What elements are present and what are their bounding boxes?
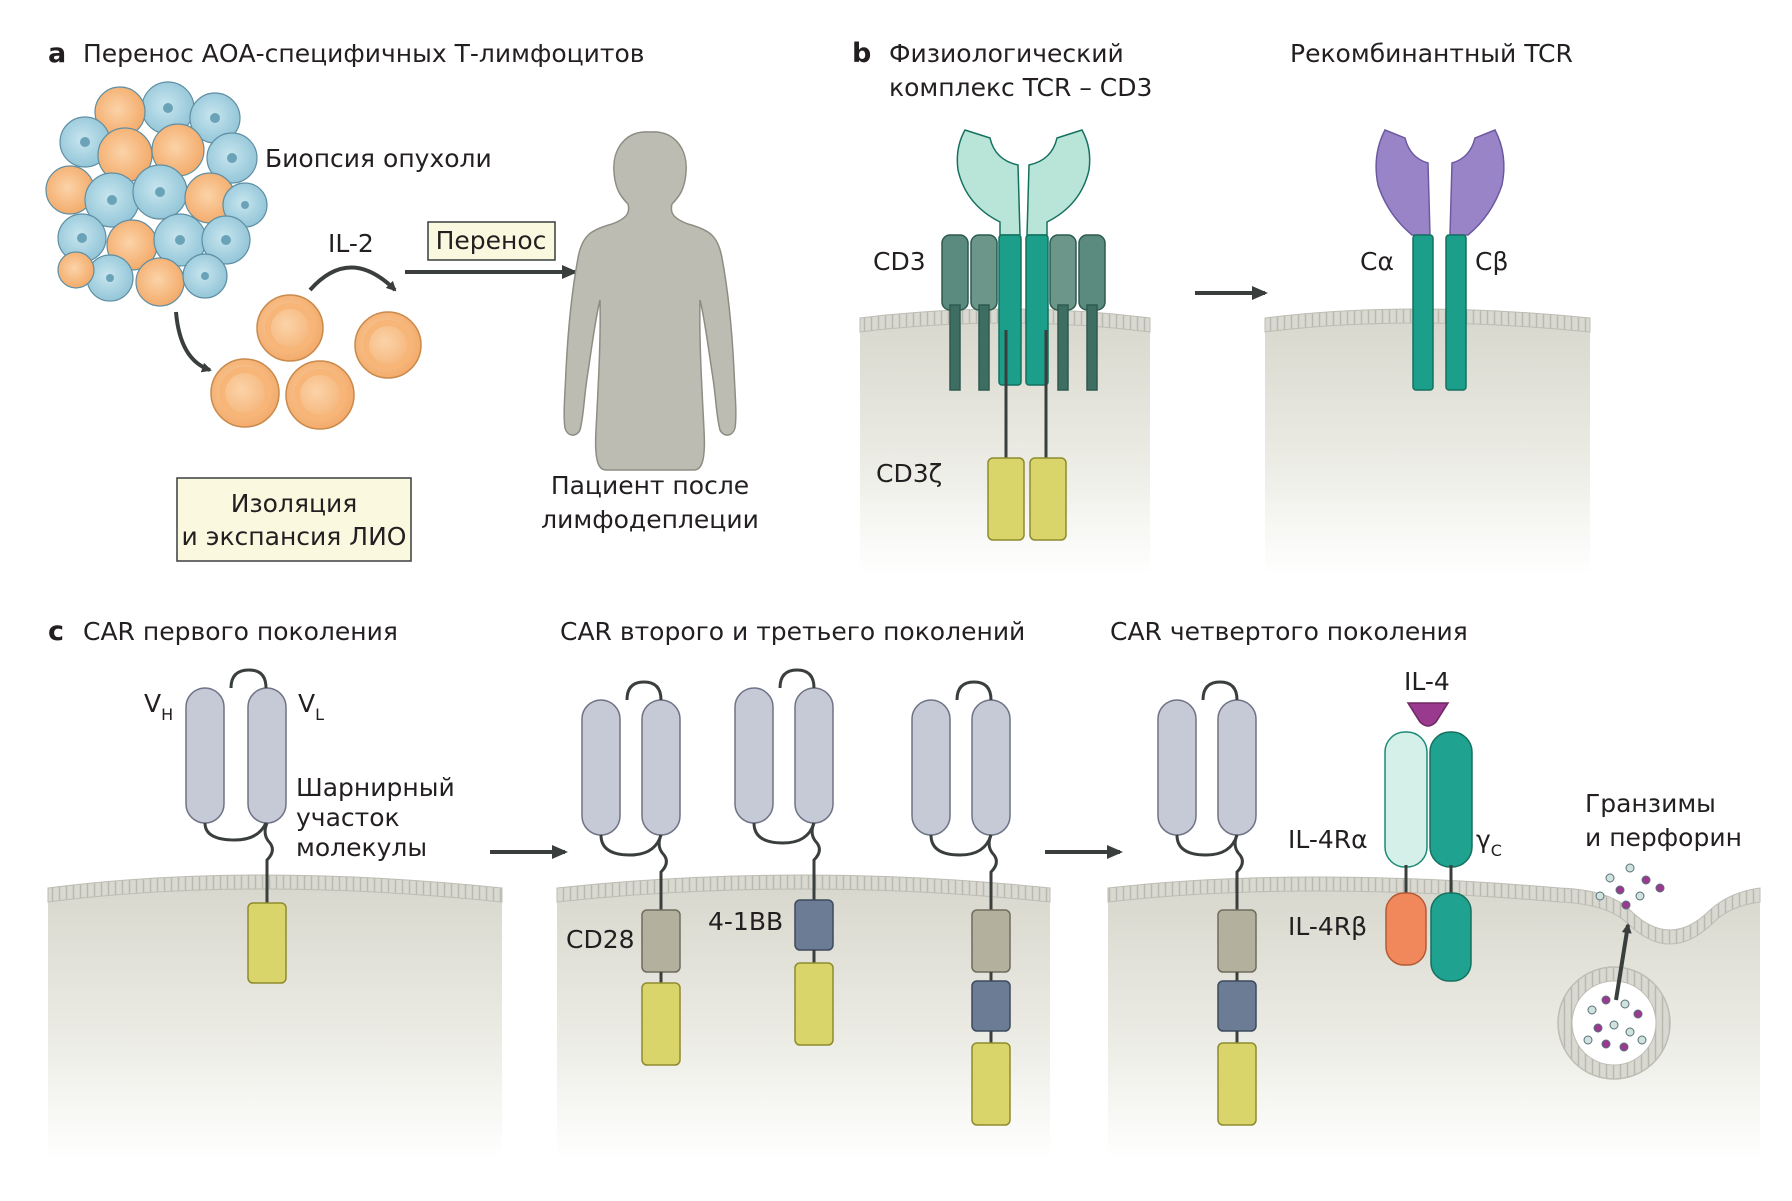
second-gen-car-cd28 [581, 680, 681, 1066]
recomb-title: Рекомбинантный TCR [1290, 39, 1573, 68]
biopsy-label: Биопсия опухоли [265, 144, 492, 173]
cd3-zeta [987, 330, 1067, 541]
il2-expansion-arrow [308, 265, 397, 292]
transfer-box [427, 221, 556, 261]
recombinant-tcr [1375, 129, 1505, 391]
physio-title-line1: Физиологический [889, 39, 1124, 68]
patient-line1: Пациент после [551, 471, 749, 500]
second-third-title: CAR второго и третьего поколений [560, 617, 1025, 646]
panel-c: c CAR первого поколения CAR второго и тр… [47, 616, 1761, 1160]
cbeta-label: Cβ [1475, 247, 1508, 276]
isolation-arrow [174, 311, 212, 373]
released-granules [1595, 863, 1665, 910]
il4-ligand [1406, 702, 1450, 727]
tumor-biopsy-cluster [45, 81, 268, 307]
il2-label: IL-2 [328, 229, 374, 258]
panel-a-title: Перенос АОА-специфичных Т-лимфоцитов [83, 39, 645, 68]
physio-title-line2: комплекс TCR – CD3 [889, 73, 1152, 102]
isolation-line2: и экспансия ЛИО [182, 522, 407, 551]
vh-label: VH [144, 689, 173, 724]
hinge-line1: Шарнирный [296, 773, 455, 802]
first-gen-title: CAR первого поколения [83, 617, 398, 646]
cd3-label: CD3 [873, 247, 926, 276]
il4ra-label: IL-4Rα [1288, 825, 1368, 854]
isolation-line1: Изоляция [231, 489, 358, 518]
fourth-gen-car [1157, 680, 1257, 1126]
granzyme-line1: Гранзимы [1585, 789, 1716, 818]
panel-a-letter: a [48, 38, 66, 69]
panel-b: b Физиологический комплекс TCR – CD3 Рек… [852, 38, 1591, 575]
il4rb-label: IL-4Rβ [1288, 912, 1367, 941]
il4-label: IL-4 [1404, 667, 1450, 696]
second-gen-car-41bb [734, 668, 834, 1046]
patient-line2: лимфодеплеции [541, 505, 759, 534]
vl-label: VL [298, 689, 324, 724]
first-gen-car [185, 668, 287, 984]
panel-b-letter: b [852, 38, 871, 69]
hinge-line3: молекулы [296, 833, 427, 862]
til-cells [210, 294, 422, 430]
patient-silhouette [563, 131, 737, 471]
fourth-title: CAR четвертого поколения [1110, 617, 1468, 646]
cd3-subunits [941, 234, 1106, 391]
secretion-arrow [1614, 923, 1632, 1001]
panel-c-letter: c [48, 616, 64, 647]
third-gen-car [911, 680, 1011, 1126]
calpha-label: Cα [1360, 247, 1394, 276]
granzyme-line2: и перфорин [1585, 823, 1742, 852]
bb41-label: 4-1BB [708, 907, 783, 936]
il4-receptor [1384, 702, 1473, 982]
gammac-label: γC [1476, 825, 1502, 860]
granzyme-vesicle [1557, 966, 1671, 1080]
panel-a: a Перенос АОА-специфичных Т-лимфоцитов [45, 38, 759, 562]
cd3z-label: CD3ζ [876, 459, 942, 488]
transfer-label: Перенос [436, 226, 547, 255]
hinge-line2: участок [296, 803, 400, 832]
cd28-label: CD28 [566, 925, 635, 954]
car-cell-first [47, 874, 503, 1160]
isolation-box [176, 477, 412, 562]
